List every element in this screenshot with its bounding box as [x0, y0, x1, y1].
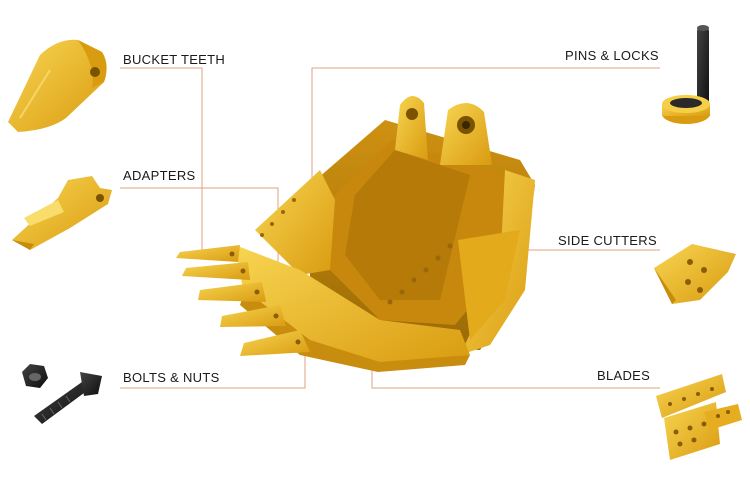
bucket-tooth-image: [8, 39, 107, 132]
label-pins-locks: PINS & LOCKS: [565, 48, 659, 63]
label-blades: BLADES: [597, 368, 651, 383]
bucket-ears: [395, 95, 492, 165]
label-bucket-teeth: BUCKET TEETH: [123, 52, 226, 67]
excavator-bucket-image: [176, 95, 535, 372]
blades-image: [656, 374, 742, 460]
label-side-cutters: SIDE CUTTERS: [558, 233, 657, 248]
label-bolts-nuts: BOLTS & NUTS: [123, 370, 220, 385]
leader-bolts-nuts: [120, 350, 306, 389]
side-cutter-image: [654, 244, 736, 304]
bolt-and-nut-image: [22, 364, 102, 424]
pin-and-lock-image: [662, 25, 710, 124]
label-adapters: ADAPTERS: [123, 168, 196, 183]
adapter-image: [12, 176, 112, 250]
bucket-teeth-row: [176, 245, 310, 356]
leader-bucket-teeth: [120, 67, 203, 250]
